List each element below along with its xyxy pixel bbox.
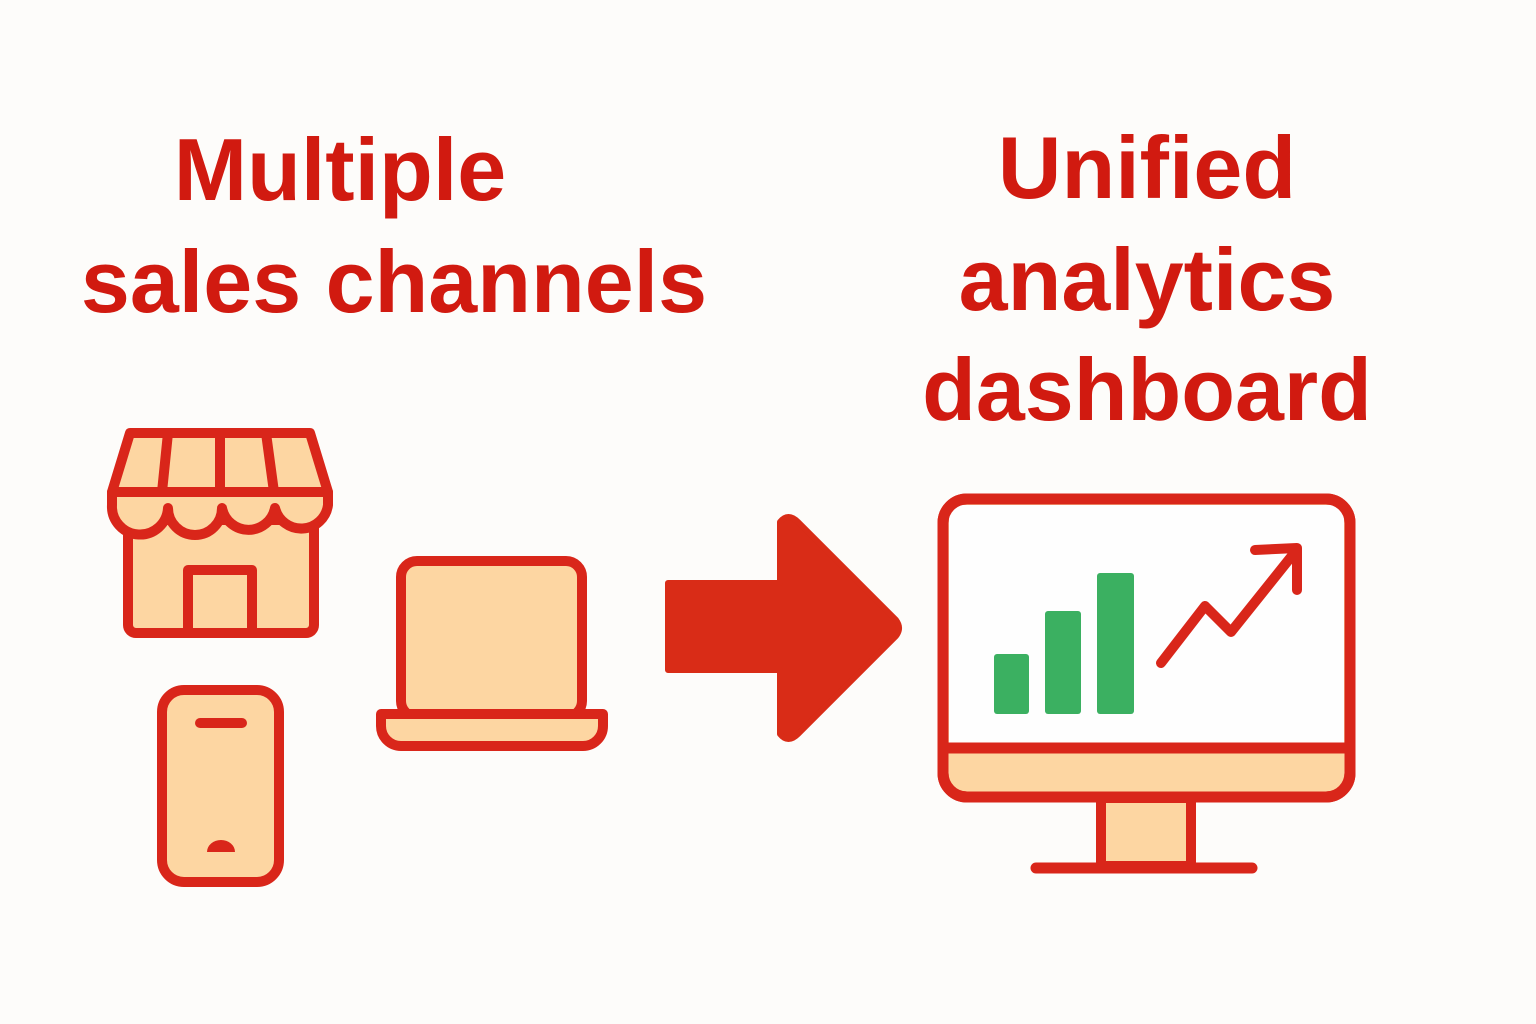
laptop-icon bbox=[376, 556, 608, 751]
chart-bar bbox=[1097, 573, 1134, 714]
chart-bar bbox=[994, 654, 1029, 714]
right-heading-line3: dashboard bbox=[922, 340, 1372, 439]
left-heading-line1: Multiple bbox=[174, 120, 506, 219]
storefront-icon bbox=[106, 428, 333, 638]
monitor-dashboard-icon bbox=[937, 493, 1356, 874]
right-heading-line1: Unified bbox=[998, 118, 1296, 217]
right-heading-line2: analytics bbox=[959, 230, 1336, 329]
trend-arrow bbox=[1156, 547, 1300, 668]
smartphone-icon bbox=[157, 685, 284, 887]
left-heading-line2: sales channels bbox=[81, 232, 707, 331]
chart-bar bbox=[1045, 611, 1081, 714]
arrow-right-icon bbox=[665, 514, 902, 742]
